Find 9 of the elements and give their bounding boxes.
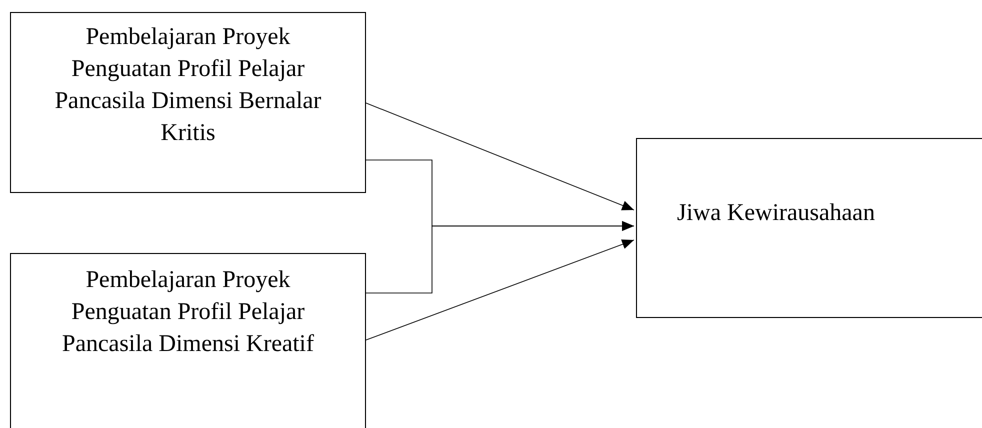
box-label: Pembelajaran Proyek Penguatan Profil Pelajar Pancasila Dimensi Bernalar Kritis	[54, 23, 322, 148]
arrow	[366, 240, 634, 340]
text-box	[10, 253, 366, 428]
text-box	[636, 138, 982, 318]
box-label: Jiwa Kewirausahaan	[676, 199, 876, 228]
text-box	[10, 12, 366, 193]
arrow	[366, 221, 634, 294]
arrow	[366, 102, 634, 210]
box-label: Pembelajaran Proyek Penguatan Profil Pelajar Pancasila Dimensi Kreatif	[61, 266, 315, 359]
